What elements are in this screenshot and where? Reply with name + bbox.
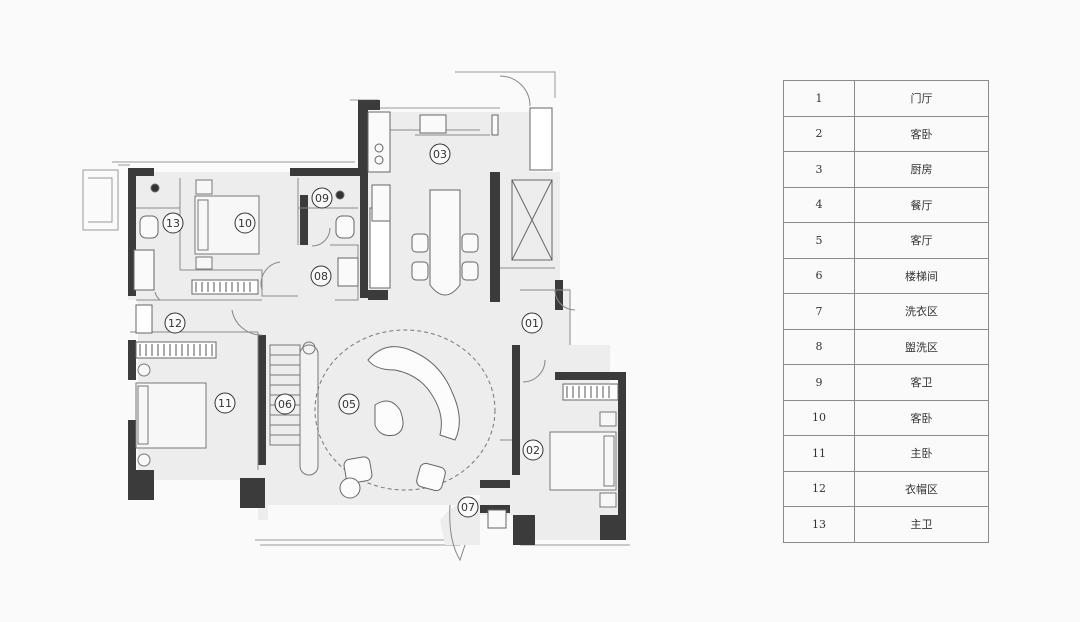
room-marker-01 bbox=[521, 312, 543, 334]
room-marker-02 bbox=[522, 439, 544, 461]
room-marker-09 bbox=[311, 187, 333, 209]
room-marker-13 bbox=[162, 212, 184, 234]
legend-room-name: 餐厅 bbox=[854, 186, 989, 223]
room-marker-12-label: 12 bbox=[168, 317, 182, 330]
legend-number: 1 bbox=[783, 80, 855, 117]
legend-number: 8 bbox=[783, 328, 855, 365]
legend-number: 13 bbox=[783, 506, 855, 543]
legend-room-name: 盥洗区 bbox=[854, 328, 989, 365]
legend-room-name: 衣帽区 bbox=[854, 470, 989, 507]
legend-number: 12 bbox=[783, 470, 855, 507]
room-marker-05-label: 05 bbox=[342, 398, 356, 411]
legend-room-name: 门厅 bbox=[854, 80, 989, 117]
wardrobes bbox=[135, 107, 619, 401]
legend-number: 5 bbox=[783, 222, 855, 259]
elevator-shaft bbox=[511, 179, 553, 261]
room-marker-12 bbox=[164, 312, 186, 334]
room-marker-11-label: 11 bbox=[218, 397, 232, 410]
legend-room-name: 主卫 bbox=[854, 506, 989, 543]
room-marker-03 bbox=[429, 143, 451, 165]
legend-room-name: 主卧 bbox=[854, 435, 989, 472]
legend-number: 4 bbox=[783, 186, 855, 223]
legend-number: 3 bbox=[783, 151, 855, 188]
room-marker-09-label: 09 bbox=[315, 192, 329, 205]
legend-number: 2 bbox=[783, 115, 855, 152]
dining-table bbox=[411, 189, 479, 296]
room-marker-05 bbox=[338, 393, 360, 415]
legend-room-name: 楼梯间 bbox=[854, 257, 989, 294]
room-marker-07-label: 07 bbox=[461, 501, 475, 514]
room-marker-03-label: 03 bbox=[433, 148, 447, 161]
legend-room-name: 厨房 bbox=[854, 151, 989, 188]
door-swings bbox=[154, 75, 576, 562]
room-markers: 03 09 13 10 08 12 01 11 06 05 02 07 bbox=[162, 143, 544, 518]
legend-room-name: 客卫 bbox=[854, 364, 989, 401]
living-room-furniture bbox=[314, 329, 496, 499]
legend-room-name: 客厅 bbox=[854, 222, 989, 259]
kitchen-counters bbox=[367, 111, 499, 222]
legend-number: 11 bbox=[783, 435, 855, 472]
room-marker-08-label: 08 bbox=[314, 270, 328, 283]
bathroom-fixtures bbox=[133, 183, 507, 529]
room-marker-08 bbox=[310, 265, 332, 287]
floor-area bbox=[128, 112, 620, 545]
room-marker-10-label: 10 bbox=[238, 217, 252, 230]
room-marker-01-label: 01 bbox=[525, 317, 539, 330]
room-marker-10 bbox=[234, 212, 256, 234]
legend-number: 6 bbox=[783, 257, 855, 294]
room-marker-11 bbox=[214, 392, 236, 414]
hanger-lines bbox=[139, 282, 610, 398]
room-marker-13-label: 13 bbox=[166, 217, 180, 230]
room-marker-02-label: 02 bbox=[526, 444, 540, 457]
floor-plan-drawing: 03 09 13 10 08 12 01 11 06 05 02 07 bbox=[82, 71, 630, 562]
room-marker-06-label: 06 bbox=[278, 398, 292, 411]
room-marker-06 bbox=[274, 393, 296, 415]
legend-room-name: 洗衣区 bbox=[854, 293, 989, 330]
room-marker-07 bbox=[457, 496, 479, 518]
bed-02 bbox=[549, 411, 617, 508]
bed-11 bbox=[135, 363, 207, 467]
bed-10 bbox=[194, 179, 260, 270]
legend-number: 9 bbox=[783, 364, 855, 401]
legend-room-name: 客卧 bbox=[854, 115, 989, 152]
staircase bbox=[269, 341, 319, 476]
legend-room-name: 客卧 bbox=[854, 399, 989, 436]
legend-number: 10 bbox=[783, 399, 855, 436]
legend-number: 7 bbox=[783, 293, 855, 330]
walls bbox=[128, 100, 626, 545]
